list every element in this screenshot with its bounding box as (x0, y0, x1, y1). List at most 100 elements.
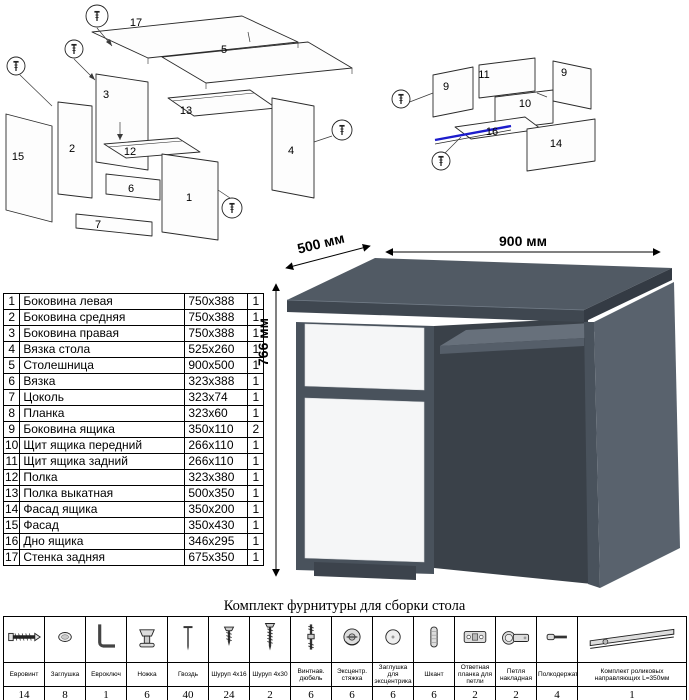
hardware-labels-row: Евровинт Заглушка Евроключ Ножка Гвоздь … (3, 662, 687, 687)
hardware-icons-row (3, 616, 687, 663)
hw-qty: 6 (413, 686, 455, 700)
part-name: Стенка задняя (19, 549, 186, 566)
part-name: Боковина ящика (19, 421, 186, 438)
part-size: 675x350 (184, 549, 249, 566)
part-num: 10 (2, 437, 21, 454)
hinge-plate-icon (463, 631, 487, 643)
part-size: 266x110 (184, 453, 249, 470)
part-name: Полка выкатная (19, 485, 186, 502)
part-num: 17 (2, 549, 21, 566)
part-label: 16 (486, 126, 498, 138)
part-size: 350x110 (184, 421, 249, 438)
hw-label: Шуруп 4x16 (208, 662, 250, 687)
hw-qty: 2 (495, 686, 537, 700)
part-label: 6 (128, 183, 134, 195)
cap-plug-icon (58, 632, 72, 642)
part-size: 750x388 (184, 309, 249, 326)
part-size: 266x110 (184, 437, 249, 454)
part-num: 11 (2, 453, 21, 470)
part-size: 350x200 (184, 501, 249, 518)
part-name: Щит ящика передний (19, 437, 186, 454)
part-label: 4 (288, 145, 294, 157)
hw-cell (249, 616, 291, 663)
part-name: Столешница (19, 357, 186, 374)
drawer-side-right-9 (552, 60, 592, 110)
left-side-panel-1 (161, 153, 219, 241)
hw-label: Евроключ (85, 662, 127, 687)
hw-cell (577, 616, 687, 663)
hw-label: Ножка (126, 662, 168, 687)
hw-cell (44, 616, 86, 663)
right-side-panel-face (594, 282, 680, 588)
drawer-back-11 (478, 57, 536, 99)
part-label: 11 (478, 69, 489, 81)
hw-cell (167, 616, 209, 663)
screw-4x16-icon (223, 626, 235, 646)
hw-qty: 1 (577, 686, 687, 700)
wood-dowel-icon (430, 626, 438, 648)
keyboard-shelf-edge (440, 338, 584, 354)
hw-qty: 8 (44, 686, 86, 700)
part-label: 17 (130, 17, 142, 29)
hw-qty: 24 (208, 686, 250, 700)
part-size: 323x380 (184, 469, 249, 486)
hw-label: Гвоздь (167, 662, 209, 687)
part-num: 12 (2, 469, 21, 486)
hw-qty: 14 (3, 686, 45, 700)
hw-cell (413, 616, 455, 663)
part-num: 1 (2, 293, 21, 310)
part-qty: 1 (247, 549, 265, 566)
furniture-foot-icon (139, 629, 155, 648)
cam-lock-icon (343, 628, 361, 646)
part-num: 7 (2, 389, 21, 406)
part-num: 13 (2, 485, 21, 502)
part-num: 6 (2, 373, 21, 390)
hw-cell (495, 616, 537, 663)
part-num: 4 (2, 341, 21, 358)
svg-text:500 мм: 500 мм (296, 232, 346, 257)
hw-label: Полкодержатель (536, 662, 578, 687)
drawer-side-left-9 (432, 66, 474, 118)
part-label: 14 (550, 138, 562, 150)
right-side-panel-edge (584, 322, 600, 588)
part-label: 15 (12, 151, 24, 163)
hw-cell (372, 616, 414, 663)
hw-cell (290, 616, 332, 663)
part-name: Боковина средняя (19, 309, 186, 326)
dimension-height: 766 мм (258, 283, 280, 577)
hw-cell (454, 616, 496, 663)
hw-label: Евровинт (3, 662, 45, 687)
part-size: 525x260 (184, 341, 249, 358)
part-num: 3 (2, 325, 21, 342)
hw-cell (126, 616, 168, 663)
part-label: 3 (103, 89, 109, 101)
svg-text:900 мм: 900 мм (499, 233, 547, 249)
roller-guides-icon (589, 628, 675, 649)
hw-cell (85, 616, 127, 663)
hardware-kit-title: Комплект фурнитуры для сборки стола (223, 598, 466, 614)
part-num: 8 (2, 405, 21, 422)
part-label: 9 (561, 67, 567, 79)
plinth-panel-7 (75, 213, 153, 237)
hw-cell (536, 616, 578, 663)
part-qty: 1 (247, 341, 265, 358)
part-label: 2 (69, 143, 75, 155)
drawer-front (304, 323, 425, 391)
part-size: 350x430 (184, 517, 249, 534)
hw-label: Шуруп 4x30 (249, 662, 291, 687)
part-size: 323x74 (184, 389, 249, 406)
